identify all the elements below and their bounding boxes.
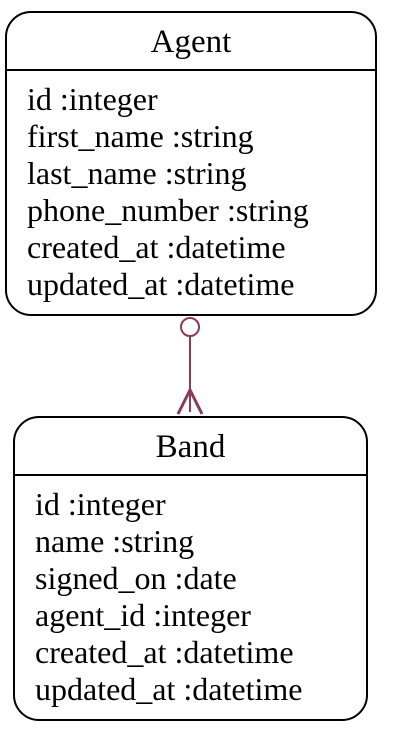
agent-attribute: updated_at :datetime [27, 266, 295, 302]
agent-attribute: phone_number :string [27, 192, 309, 228]
band-attribute: agent_id :integer [35, 597, 251, 633]
band-attribute: updated_at :datetime [35, 671, 303, 707]
agent-entity-title: Agent [7, 13, 375, 71]
zero-or-one-marker-icon [180, 317, 200, 337]
band-attribute: name :string [35, 523, 195, 559]
agent-attribute: id :integer [27, 81, 158, 117]
crows-foot-many-icon [176, 386, 204, 415]
band-entity-title: Band [15, 418, 366, 476]
agent-attribute-list: id :integer first_name :string last_name… [7, 71, 375, 303]
agent-attribute: created_at :datetime [27, 229, 286, 265]
band-attribute: signed_on :date [35, 560, 237, 596]
band-attribute-list: id :integer name :string signed_on :date… [15, 476, 366, 708]
agent-attribute: last_name :string [27, 155, 247, 191]
band-attribute: id :integer [35, 486, 166, 522]
band-entity: Band id :integer name :string signed_on … [13, 416, 368, 721]
band-attribute: created_at :datetime [35, 634, 294, 670]
agent-entity: Agent id :integer first_name :string las… [5, 11, 377, 316]
agent-attribute: first_name :string [27, 118, 254, 154]
